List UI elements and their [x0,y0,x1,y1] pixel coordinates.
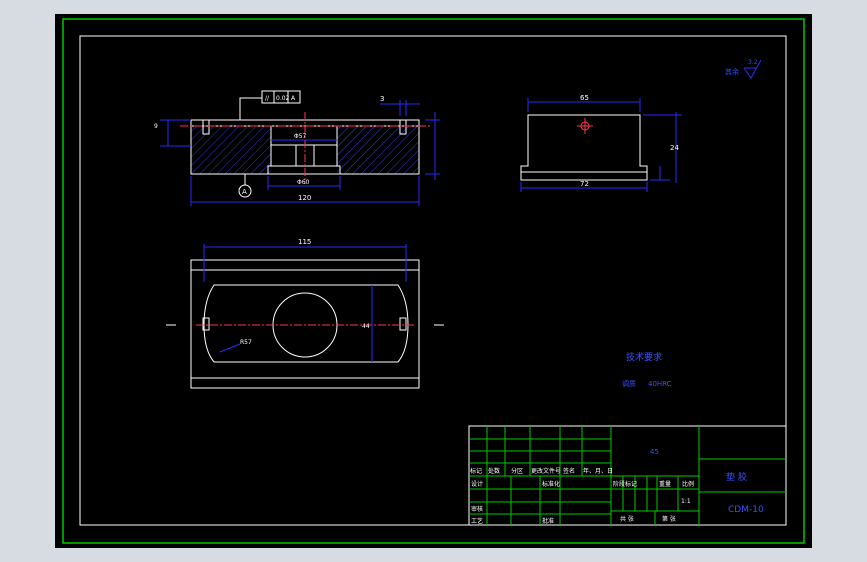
tb-header-0: 标记 [470,467,482,475]
tb-header-2: 分区 [511,467,523,475]
front-view [160,90,440,206]
tb-review: 审核 [471,505,483,513]
sheet-border-inner [79,35,787,526]
tb-total-sheets: 共 张 [620,515,634,523]
title-block-text: 标记 处数 分区 更改文件号 签名 年、月、日 设计 标准化 审核 工艺 批准 … [470,467,694,525]
tb-process: 工艺 [471,517,483,525]
roughness-value: 3.2 [748,59,758,66]
dim-left: 9 [154,123,158,130]
tb-drawing-no: CDM-10 [728,505,764,515]
tech-title: 技术要求 [626,351,662,363]
tb-sheet-no: 第 张 [662,515,676,523]
tech-note-label: 调质 [622,379,636,388]
dim-total-length: 120 [298,194,311,202]
tolerance-symbol: // [265,95,270,102]
roughness-symbol [743,59,762,79]
top-view [166,244,444,389]
datum-label: A [242,188,247,196]
drawing-sheet [55,14,812,548]
side-view [520,98,682,192]
tb-stage: 阶段标记 [613,480,637,488]
tb-material: 45 [650,448,659,456]
side-dim-bottom: 72 [580,180,589,188]
top-dim-width: 44 [362,323,370,330]
tb-header-5: 年、月、日 [583,467,613,475]
tech-note-value: 40HRC [648,380,672,388]
sheet-border-outer [62,18,805,544]
top-radius-label: R57 [240,339,252,346]
tolerance-datum: A [291,95,296,102]
dim-inner-dia: Φ57 [294,133,307,140]
tolerance-value: 0.02 [276,95,290,102]
dim-top-gap: 3 [380,95,384,103]
tb-header-1: 处数 [488,467,500,475]
tb-ratio: 比例 [682,480,694,488]
roughness-label: 其余 [725,67,739,76]
side-dim-height: 24 [670,144,679,152]
tb-row-design: 设计 [471,480,483,488]
tb-part-name: 垫 胶 [726,471,747,483]
tb-row-standard: 标准化 [542,480,560,488]
dim-bottom-dia: Φ60 [297,179,310,186]
tb-weight: 重量 [659,480,671,488]
tb-header-4: 签名 [563,467,575,475]
top-dim-length: 115 [298,238,311,246]
tb-header-3: 更改文件号 [531,467,561,475]
side-dim-top: 65 [580,94,589,102]
tb-scale: 1:1 [681,498,691,505]
title-block-grid [468,425,787,526]
tb-approve: 批准 [542,517,554,525]
